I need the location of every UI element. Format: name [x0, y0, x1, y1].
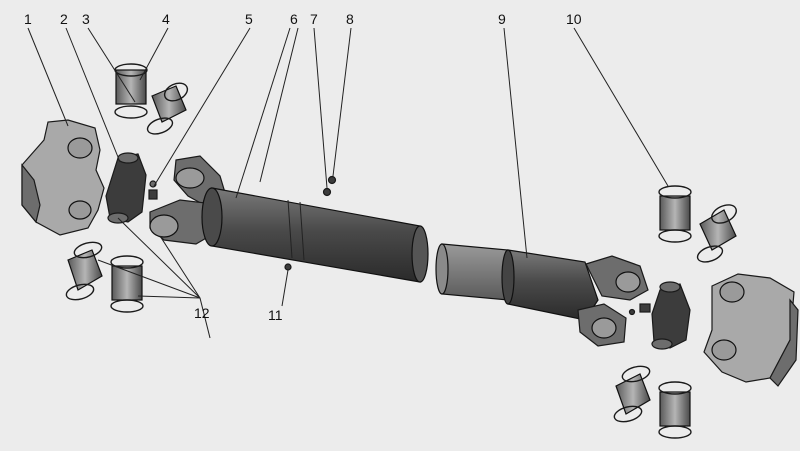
bearing-cap-right-bottom-1 [613, 365, 651, 423]
bearing-cap-bottom-2 [110, 255, 144, 313]
callout-7: 7 [310, 11, 318, 27]
bearing-cap-top-1 [114, 63, 148, 119]
right-grease-fitting [628, 303, 651, 316]
bearing-cap-right-bottom-2 [658, 381, 692, 439]
callout-10: 10 [566, 11, 582, 27]
bearing-cap-top-2 [146, 82, 189, 135]
callout-3: 3 [82, 11, 90, 27]
shaft-tube-with-yoke [149, 155, 429, 283]
bearing-cap-right-top-1 [658, 185, 692, 243]
callout-4: 4 [162, 11, 170, 27]
callout-9: 9 [498, 11, 506, 27]
leader-lines [27, 27, 669, 339]
left-cross-spider [105, 152, 147, 224]
bearing-cap-bottom-1 [65, 241, 103, 301]
left-flange-yoke [21, 119, 105, 236]
callout-8: 8 [346, 11, 354, 27]
callout-11: 11 [268, 307, 283, 323]
right-flange-yoke [703, 273, 799, 387]
callout-6: 6 [290, 11, 298, 27]
bearing-cap-right-top-2 [696, 204, 737, 263]
callout-1: 1 [24, 11, 32, 27]
callout-5: 5 [245, 11, 253, 27]
callout-2: 2 [60, 11, 68, 27]
splined-shaft-with-yoke [435, 243, 649, 347]
callout-12: 12 [194, 305, 210, 321]
right-cross-spider [651, 281, 691, 350]
